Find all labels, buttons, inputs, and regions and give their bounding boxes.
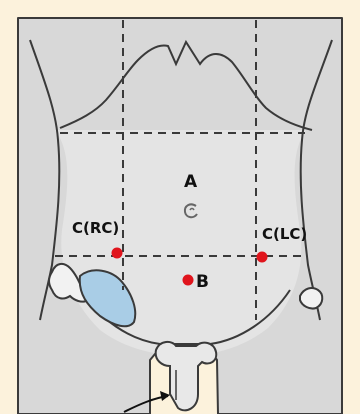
label-b: B [196,272,209,292]
marker-c-right [112,248,123,259]
left-hip-bone [300,288,322,309]
label-c-left: C(LC) [262,225,307,243]
marker-c-left [257,252,268,263]
label-c-right: C(RC) [72,219,119,237]
marker-b [183,275,194,286]
pelvis-shape [156,342,217,410]
label-a: A [184,172,198,192]
abdomen-area [55,130,306,356]
